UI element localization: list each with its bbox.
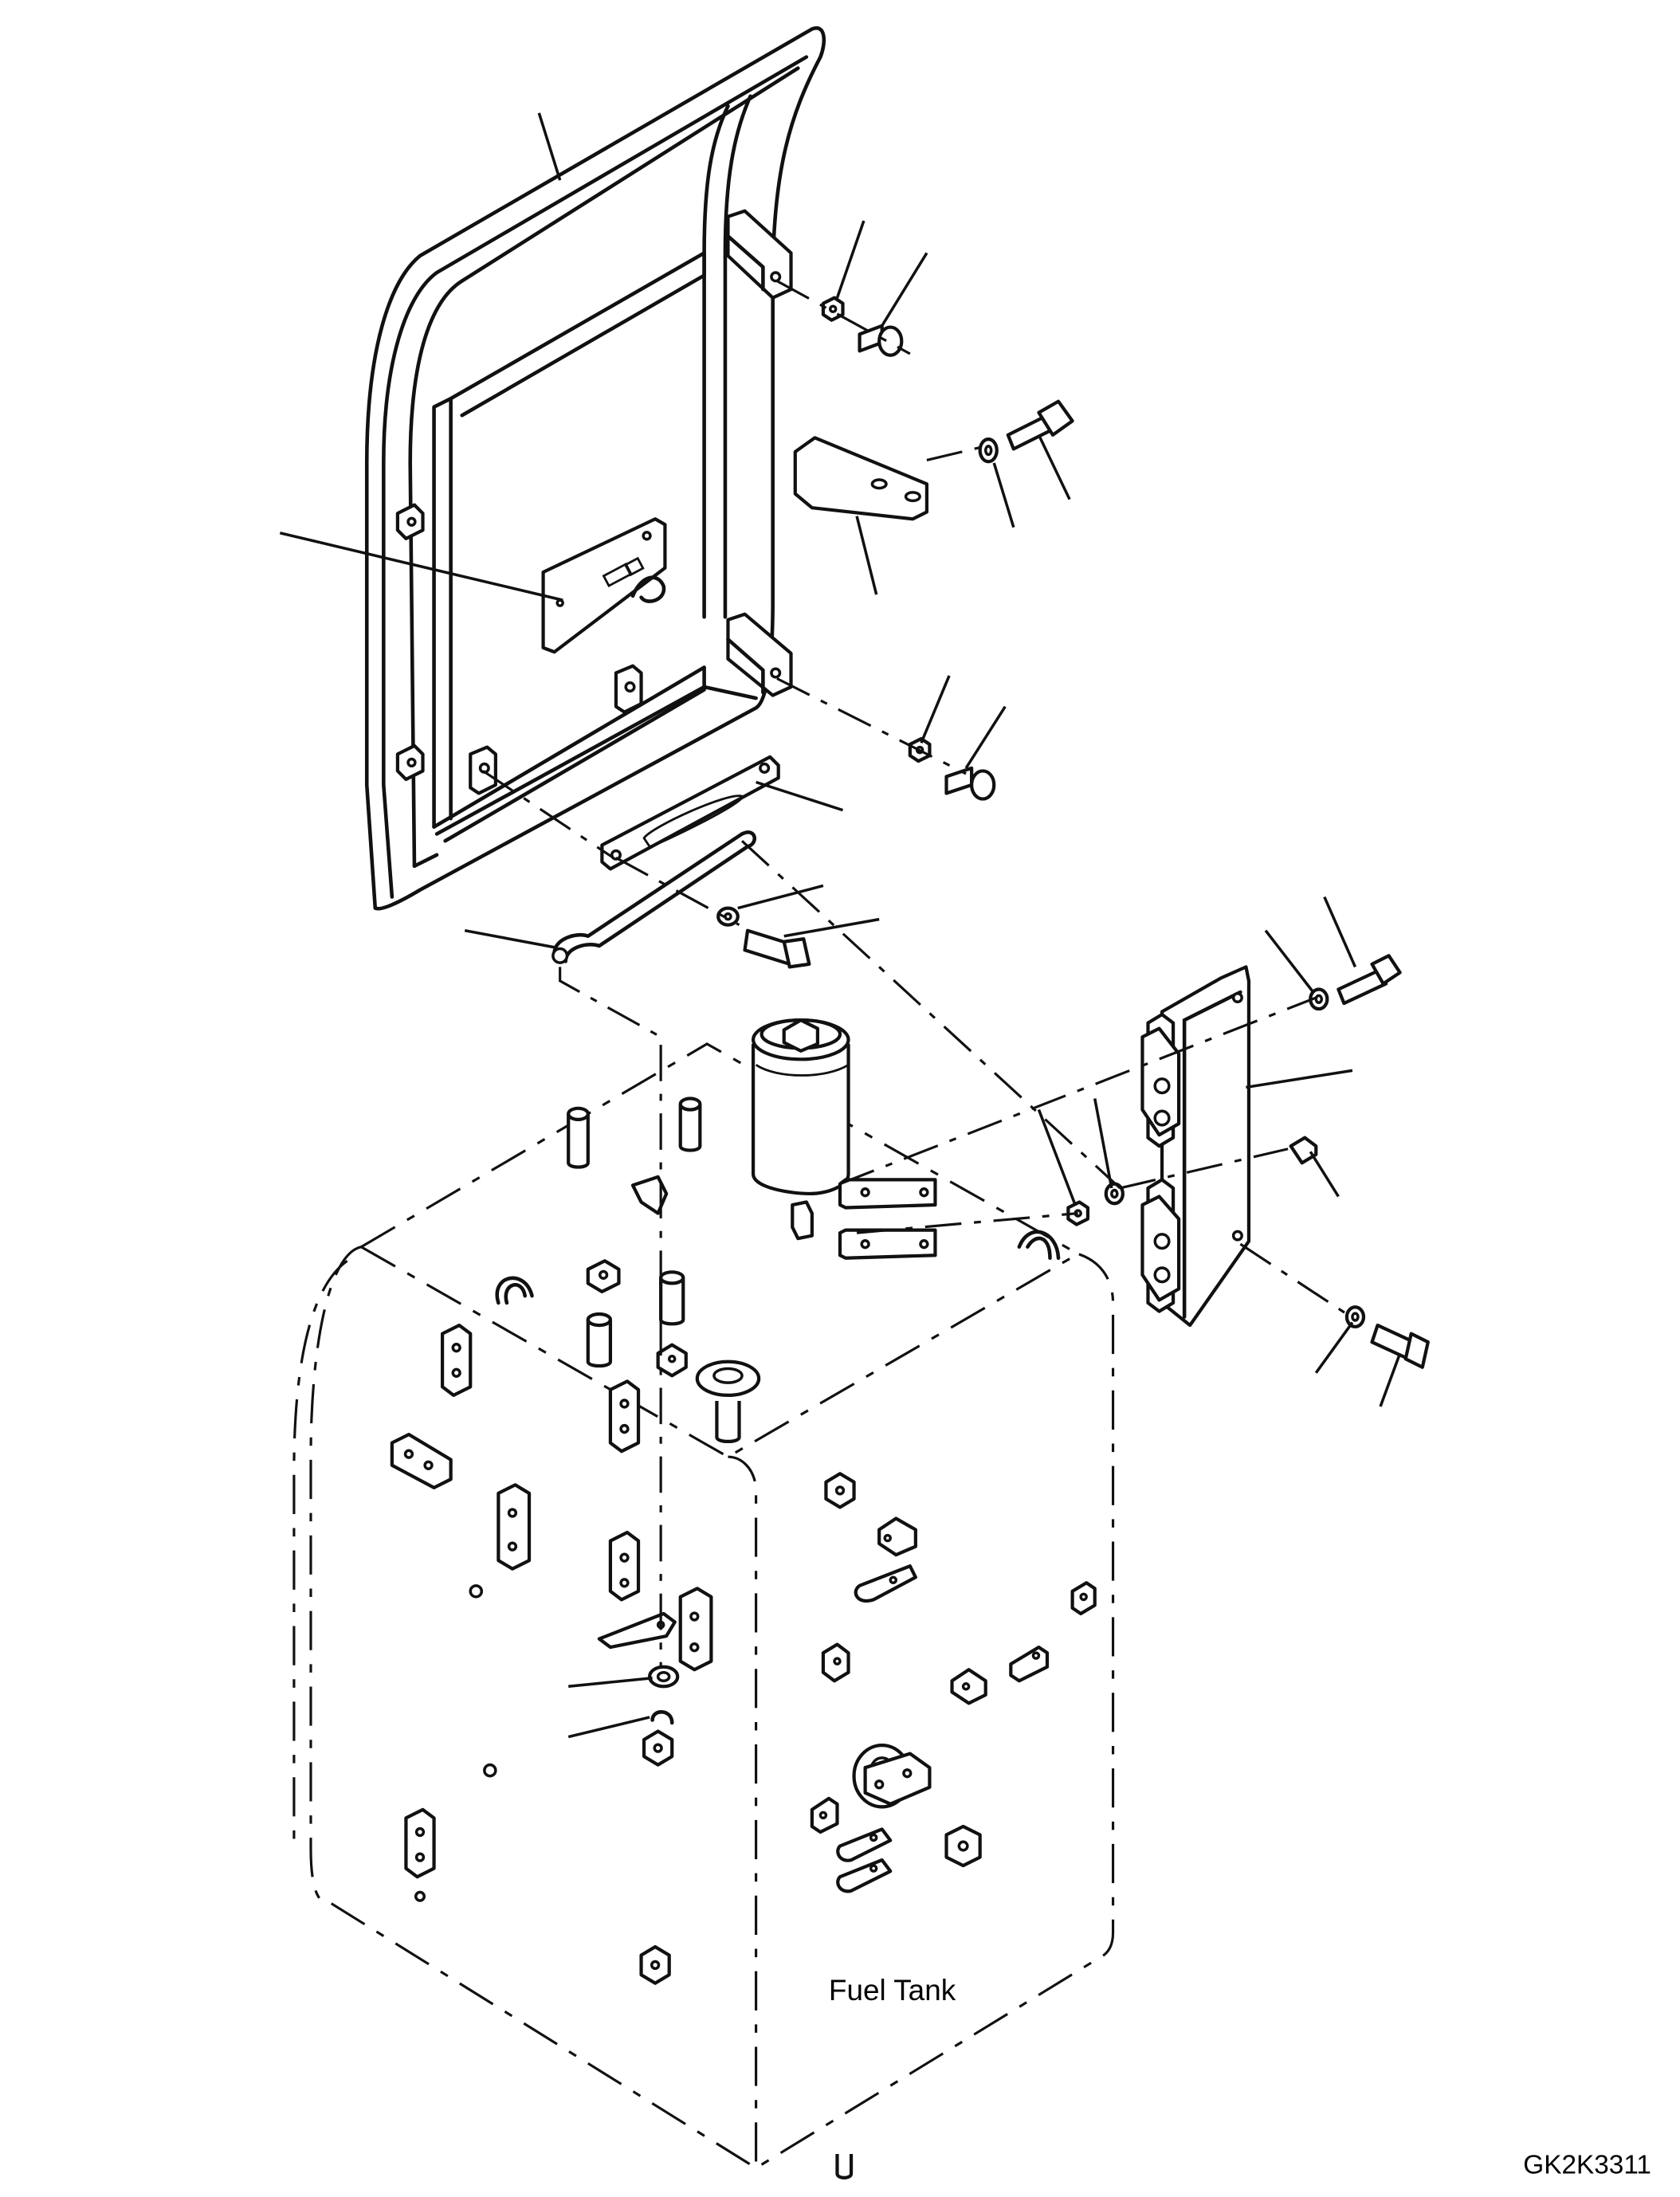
tank-side-blocks (390, 1323, 713, 1902)
filler-neck (751, 1018, 850, 1196)
latch-plate (541, 517, 667, 654)
drawing-code: GK2K3311 (1523, 2151, 1651, 2180)
hinge-assembly (1140, 965, 1251, 1328)
fasteners-hinge (1066, 954, 1430, 1369)
tank-washer-clip (642, 1665, 680, 1767)
stay-plate (600, 755, 780, 871)
angle-bracket (793, 436, 929, 521)
assembly-center-lines (482, 280, 1348, 1667)
tank-top-fittings (495, 1097, 1061, 1443)
leader-lines (279, 112, 1402, 1739)
stay-rod (551, 830, 756, 964)
panel-brackets (469, 209, 793, 795)
cushion-blocks (395, 503, 425, 782)
tank-front-fittings (639, 1472, 1097, 2179)
fuel-tank-label: Fuel Tank (829, 1974, 956, 2007)
fuel-tank (292, 1042, 1115, 2170)
cover-panel (364, 26, 826, 911)
